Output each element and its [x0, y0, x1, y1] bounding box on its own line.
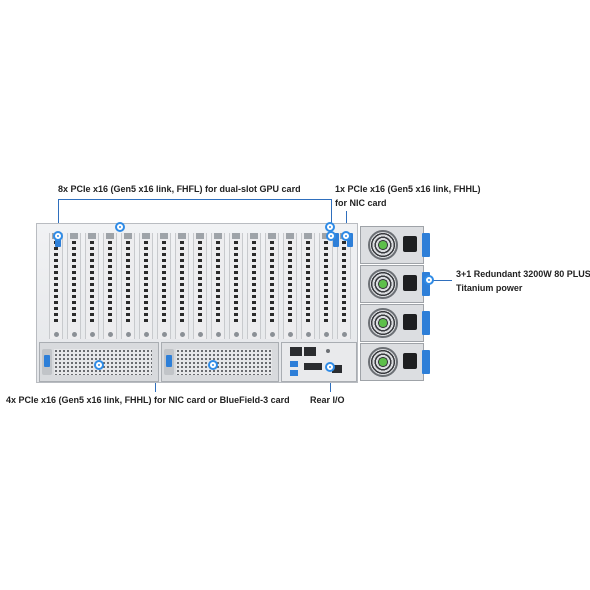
rj45-port — [304, 347, 316, 356]
gpu-slot-marker-dot — [326, 231, 336, 241]
psu-2 — [360, 265, 430, 303]
psu-callout-line — [430, 280, 452, 281]
psu-label-line1: 3+1 Redundant 3200W 80 PLUS — [456, 269, 590, 279]
gpu-callout-left-leg — [58, 199, 59, 235]
psu-power-socket — [403, 353, 417, 369]
psu-marker-dot — [424, 275, 434, 285]
fhhl-riser-bay-right — [161, 342, 279, 382]
pcie-slot — [175, 233, 189, 339]
pcie-slot — [301, 233, 315, 339]
gpu-slot-marker-dot — [53, 231, 63, 241]
rear-io-label: Rear I/O — [310, 395, 345, 405]
gpu-retention-latch — [333, 233, 339, 247]
psu-4 — [360, 343, 430, 381]
nic-slot-label-line2: for NIC card — [335, 198, 387, 208]
rear-io-panel — [281, 342, 357, 382]
psu-latch — [422, 350, 430, 374]
mgmt-port — [332, 365, 342, 373]
bay-latch — [44, 355, 50, 367]
gpu-callout-right-leg — [331, 199, 332, 229]
bay-vent-mesh — [176, 349, 272, 375]
nic-pcie-slot — [337, 233, 351, 339]
psu-power-socket — [403, 275, 417, 291]
nic-retention-latch — [347, 233, 353, 247]
psu-power-socket — [403, 314, 417, 330]
psu-fan-icon — [368, 230, 398, 260]
psu-fan-icon — [368, 347, 398, 377]
gpu-slots-label: 8x PCIe x16 (Gen5 x16 link, FHFL) for du… — [58, 184, 301, 194]
nic-slot-label-line1: 1x PCIe x16 (Gen5 x16 link, FHHL) — [335, 184, 481, 194]
pcie-slot — [157, 233, 171, 339]
gpu-callout-line — [58, 199, 332, 200]
pcie-slot — [229, 233, 243, 339]
usb-port — [290, 361, 298, 367]
bottom-slot-marker-dot — [208, 360, 218, 370]
rj45-port — [290, 347, 302, 356]
bottom-callout-drop — [155, 376, 156, 392]
pcie-slot — [67, 233, 81, 339]
usb-port — [290, 370, 298, 376]
bay-latch — [166, 355, 172, 367]
bottom-slot-marker-dot — [94, 360, 104, 370]
pcie-slot — [139, 233, 153, 339]
psu-latch — [422, 233, 430, 257]
pcie-slot — [265, 233, 279, 339]
pcie-slot — [103, 233, 117, 339]
pcie-slot — [283, 233, 297, 339]
power-button — [326, 349, 330, 353]
pcie-slot — [211, 233, 225, 339]
psu-fan-icon — [368, 269, 398, 299]
psu-1 — [360, 226, 430, 264]
pcie-slot — [49, 233, 63, 339]
pcie-slot — [121, 233, 135, 339]
psu-power-socket — [403, 236, 417, 252]
pcie-slot — [193, 233, 207, 339]
psu-fan-icon — [368, 308, 398, 338]
vga-port — [304, 363, 322, 370]
bottom-slots-label: 4x PCIe x16 (Gen5 x16 link, FHHL) for NI… — [6, 395, 290, 405]
pcie-slot — [247, 233, 261, 339]
psu-3 — [360, 304, 430, 342]
nic-slot-marker-dot — [341, 231, 351, 241]
pcie-slot-area — [45, 233, 353, 341]
chassis-shell — [36, 223, 358, 383]
rear-io-marker-dot — [325, 362, 335, 372]
psu-latch — [422, 311, 430, 335]
psu-label-line2: Titanium power — [456, 283, 523, 293]
pcie-slot — [319, 233, 333, 339]
gpu-slot-marker-dot — [115, 222, 125, 232]
pcie-slot — [85, 233, 99, 339]
